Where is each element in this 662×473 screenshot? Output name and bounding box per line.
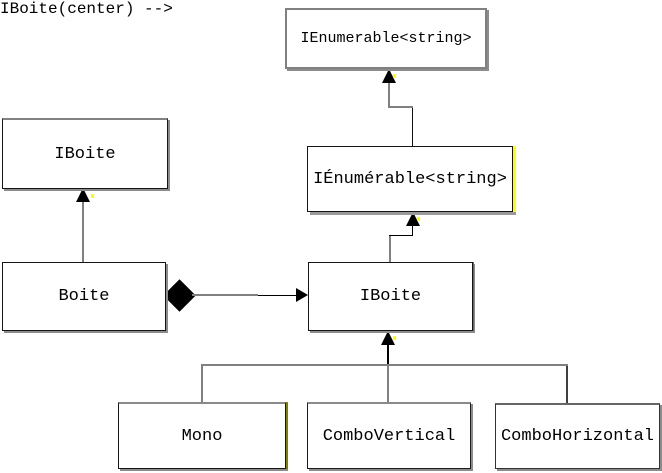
edge-boite-to-iboite-center-line-2[interactable] <box>258 295 298 296</box>
edge-tree-trunk[interactable] <box>387 345 389 365</box>
class-box-iboite-center[interactable]: IBoite <box>308 262 473 331</box>
edge-iboite-to-ienumerable-fr-step[interactable] <box>389 235 413 236</box>
edge-tree-stub-combovertical[interactable] <box>387 366 389 402</box>
edge-ienumerable-fr-to-generic-step[interactable] <box>388 106 413 108</box>
node-label: IBoite <box>54 144 116 164</box>
class-box-ienumerable-french[interactable]: IÉnumérable<string> <box>307 146 513 212</box>
edge-iboite-to-ienumerable-fr-vertical[interactable] <box>389 236 391 262</box>
class-box-combovertical[interactable]: ComboVertical <box>307 402 471 469</box>
node-label: ComboHorizontal <box>500 427 655 446</box>
node-label: IÉnumérable<string> <box>313 169 507 189</box>
class-box-combohorizontal[interactable]: ComboHorizontal <box>495 403 660 469</box>
node-label: IEnumerable<string> <box>300 30 472 47</box>
edge-tree-stub-mono[interactable] <box>201 366 203 403</box>
edge-boite-to-iboite-center-line[interactable] <box>192 294 258 296</box>
edge-tree-horizontal[interactable] <box>201 364 568 366</box>
arrowhead-right-icon <box>296 288 308 302</box>
node-label: Mono <box>181 426 223 446</box>
generalization-arrowhead-icon <box>382 69 396 83</box>
generalization-arrowhead-icon <box>381 331 395 345</box>
edge-ienumerable-fr-to-generic-vertical-2[interactable] <box>388 83 390 106</box>
class-box-mono[interactable]: Mono <box>118 402 286 469</box>
node-label: IBoite <box>359 287 422 306</box>
class-box-iboite-left[interactable]: IBoite <box>2 118 168 189</box>
class-box-boite[interactable]: Boite <box>2 262 166 331</box>
class-box-ienumerable-generic[interactable]: IEnumerable<string> <box>285 8 487 69</box>
edge-iboite-to-ienumerable-fr-vertical-2[interactable] <box>412 226 413 235</box>
anchor-highlight-dot <box>393 74 396 78</box>
node-label: Boite <box>58 287 110 306</box>
node-label: ComboVertical <box>322 426 456 446</box>
generalization-arrowhead-icon <box>406 212 420 226</box>
edge-ienumerable-fr-to-generic-vertical[interactable] <box>412 107 413 146</box>
edge-tree-stub-combohorizontal[interactable] <box>566 366 568 404</box>
composition-diamond-icon <box>163 279 196 312</box>
anchor-highlight-dot <box>417 217 420 221</box>
anchor-highlight-dot <box>393 336 396 340</box>
anchor-highlight-dot <box>91 194 94 198</box>
edge-boite-to-iboite-left-line[interactable] <box>82 201 84 262</box>
generalization-arrowhead-icon <box>76 188 90 202</box>
